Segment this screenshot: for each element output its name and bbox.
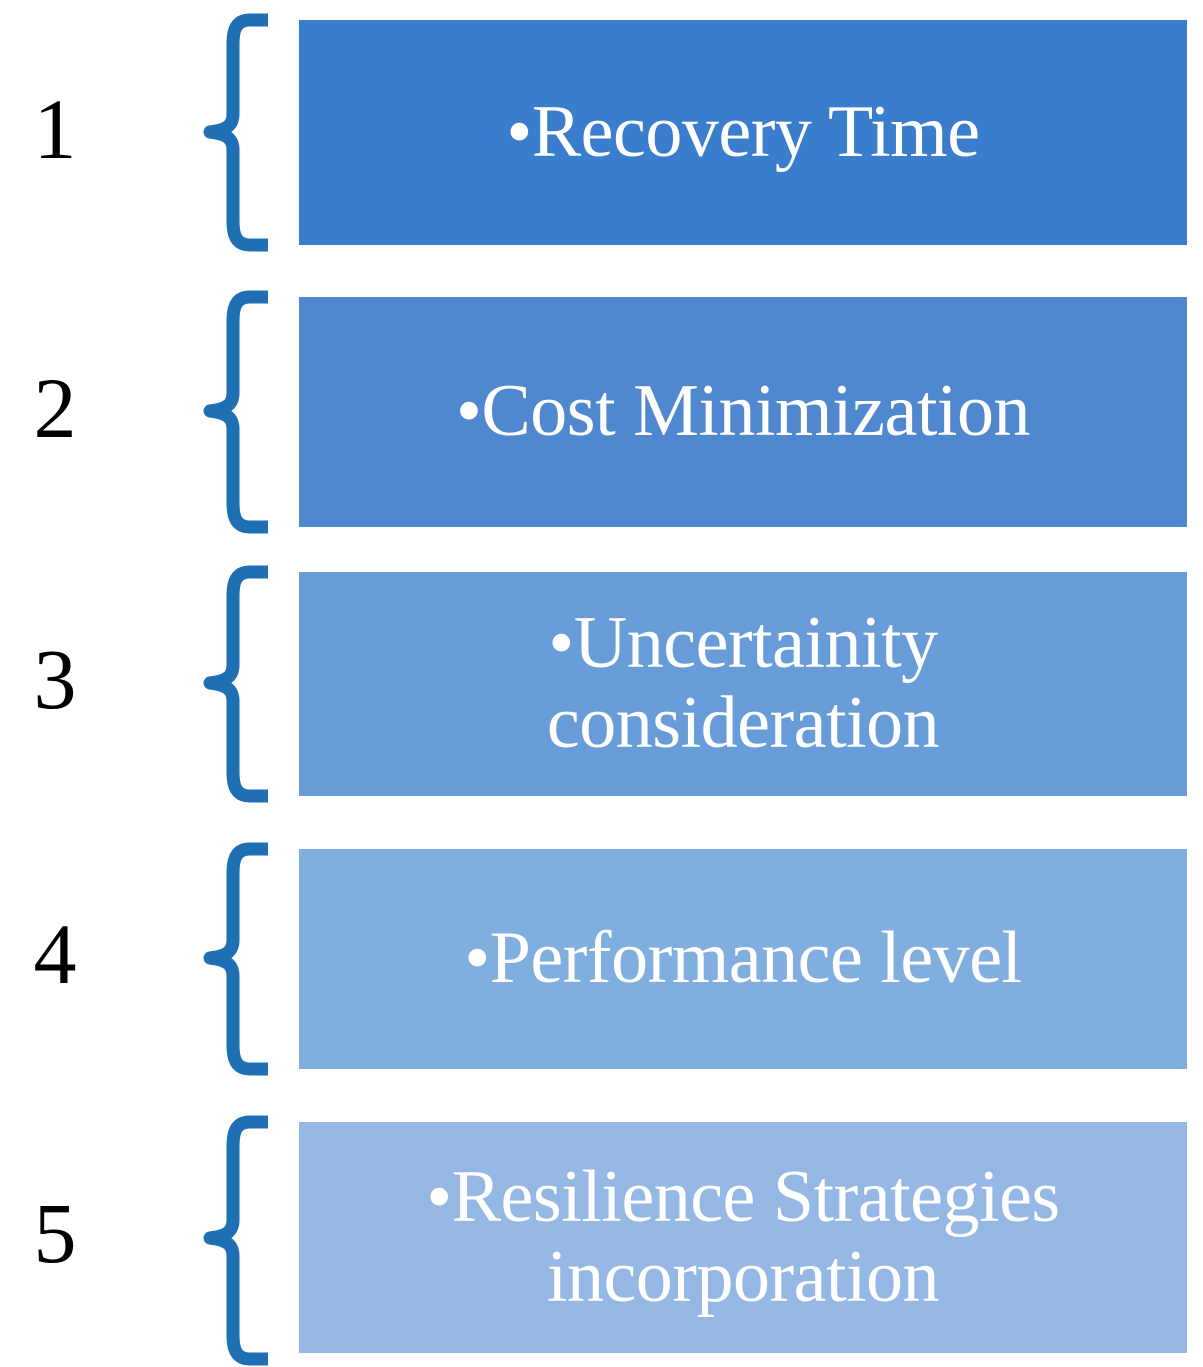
row-number-4: 4 bbox=[33, 906, 77, 1002]
row-number-2: 2 bbox=[33, 360, 77, 456]
curly-brace-icon-3 bbox=[198, 565, 276, 803]
curly-brace-icon-4 bbox=[198, 842, 276, 1076]
list-item: 1 •Recovery Time bbox=[0, 13, 1203, 252]
curly-brace-icon-5 bbox=[198, 1115, 276, 1367]
row-number-1: 1 bbox=[33, 81, 77, 177]
bar-4[interactable]: •Performance level bbox=[299, 849, 1187, 1069]
row-number-5: 5 bbox=[33, 1185, 77, 1281]
bar-1[interactable]: •Recovery Time bbox=[299, 20, 1187, 245]
bullet-icon-4: • bbox=[464, 917, 490, 1000]
bar-label-1: •Recovery Time bbox=[506, 90, 980, 173]
bullet-icon-5: • bbox=[426, 1155, 452, 1238]
row-number-3: 3 bbox=[33, 631, 77, 727]
curly-brace-icon-2 bbox=[198, 290, 276, 534]
bullet-icon-2: • bbox=[456, 370, 482, 453]
bullet-icon-1: • bbox=[506, 90, 532, 173]
bullet-icon-3: • bbox=[548, 602, 574, 685]
bar-2[interactable]: •Cost Minimization bbox=[299, 297, 1187, 527]
bar-label-4: •Performance level bbox=[464, 917, 1022, 1000]
curly-brace-icon-1 bbox=[198, 13, 276, 252]
list-item: 4 •Performance level bbox=[0, 842, 1203, 1076]
list-item: 2 •Cost Minimization bbox=[0, 290, 1203, 534]
bar-label-2: •Cost Minimization bbox=[456, 370, 1030, 453]
